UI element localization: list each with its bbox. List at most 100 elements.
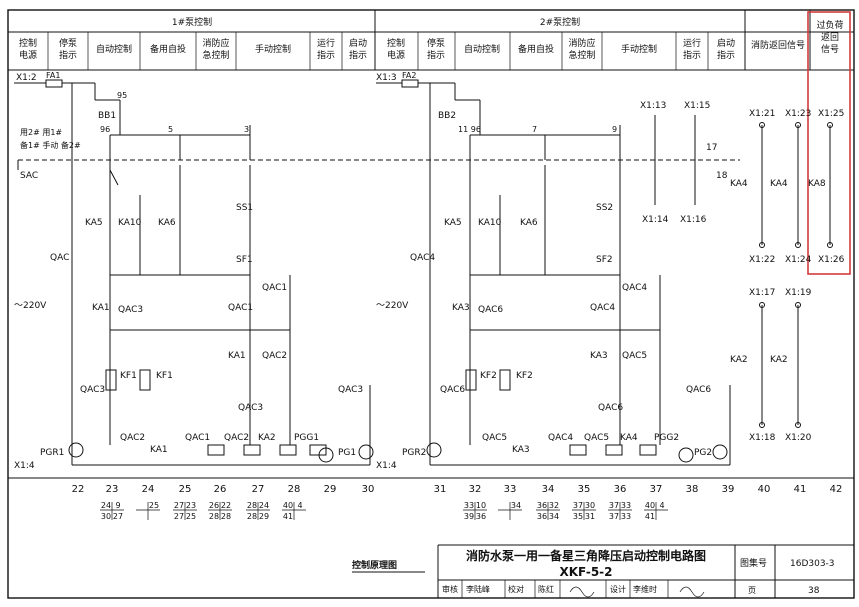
qac5-label-b: QAC5 [482, 433, 507, 443]
ref-10-d: 33 [621, 512, 631, 521]
qac4c-label: QAC4 [622, 283, 647, 293]
qac1b-label: QAC1 [262, 283, 287, 293]
term-x1-25: X1:25 [818, 109, 844, 119]
bb1-95: 95 [117, 91, 127, 100]
ka3c-label: KA3 [512, 445, 530, 455]
wire-5: 5 [168, 125, 173, 134]
pump2-circuit: X1:3 FA2 BB2 11 96 7 9 KA5 KA10 KA6 SS2 … [376, 71, 731, 471]
group1-columns: 控制电源停泵指示自动控制备用自投消防应急控制手动控制运行指示启动指示 [19, 37, 367, 61]
group1-col-0-line-1: 电源 [19, 49, 37, 61]
kf1b-label: KF1 [156, 371, 173, 381]
group2-col-3-line-0: 备用自投 [518, 43, 554, 55]
wire-18: 18 [716, 171, 728, 181]
header-table: 1#泵控制 2#泵控制 消防返回信号 控制电源停泵指示自动控制备用自投消防应急控… [8, 10, 854, 71]
ref-10-c: 33 [621, 501, 631, 510]
ref-3-c: 22 [221, 501, 231, 510]
fuse-fa1-label: FA1 [46, 71, 60, 80]
pump1-circuit: X1:2 FA1 BB1 95 96 5 3 用2# 用1# 备1# 手动 备2… [14, 71, 740, 471]
voltage-label-1: ～220V [14, 301, 47, 311]
bb2-96: 11 96 [458, 125, 481, 134]
ref-2-a: 27 [174, 501, 184, 510]
ref-3-a: 26 [209, 501, 219, 510]
qac3-label: QAC3 [118, 305, 143, 315]
ref-0-a: 24 [101, 501, 111, 510]
line-number-33: 33 [504, 484, 517, 495]
qac6-label: QAC6 [478, 305, 503, 315]
atlas-number: 16D303-3 [790, 559, 835, 569]
term-x1-13: X1:13 [640, 101, 666, 111]
term-x1-22: X1:22 [749, 255, 775, 265]
group2-col-4-line-0: 消防应 [568, 37, 595, 49]
kf2-coil: KF2 [480, 371, 497, 381]
group1-col-4-line-1: 急控制 [202, 49, 229, 61]
ref-4-b: 28 [247, 512, 257, 521]
group1-col-2-line-0: 自动控制 [96, 43, 132, 55]
line-number-24: 24 [142, 484, 155, 495]
overload-col-line-1: 返回 [821, 31, 839, 43]
overload-col-line-2: 信号 [821, 43, 839, 55]
ref-5-a: 40 [283, 501, 293, 510]
ref-6-b: 39 [464, 512, 474, 521]
reviewer-name: 李陆峰 [466, 584, 490, 594]
ref-10-a: 37 [609, 501, 619, 510]
wire-17: 17 [706, 143, 717, 153]
signature-checker [569, 586, 595, 598]
line-number-37: 37 [650, 484, 663, 495]
qac6-coil: QAC6 [440, 385, 465, 395]
ka5b-label: KA5 [444, 218, 462, 228]
bb2-label: BB2 [438, 111, 456, 121]
ref-11-c: 4 [659, 501, 664, 510]
ka2-fire-label: KA2 [730, 355, 748, 365]
pgg1-coil: PGG1 [294, 433, 319, 443]
term-x1-16: X1:16 [680, 215, 707, 225]
term-x1-24: X1:24 [785, 255, 812, 265]
bb1-96: 96 [100, 125, 110, 134]
ka4-fire-label: KA4 [730, 179, 748, 189]
sac-note: 用2# 用1# [20, 128, 62, 137]
signature-designer [679, 586, 705, 598]
ka6-label: KA6 [158, 218, 176, 228]
term-x1-26: X1:26 [818, 255, 845, 265]
designer-name: 李维时 [633, 584, 657, 594]
group2-col-0-line-1: 电源 [387, 49, 405, 61]
group1-col-6-line-0: 运行 [317, 37, 335, 49]
line-number-38: 38 [686, 484, 699, 495]
ref-8-c: 32 [549, 501, 559, 510]
ref-2-d: 25 [186, 512, 196, 521]
ref-6-a: 33 [464, 501, 474, 510]
ref-3-b: 28 [209, 512, 219, 521]
qac1-label: QAC1 [228, 303, 253, 313]
group1-title: 1#泵控制 [172, 16, 212, 28]
ref-2-c: 23 [186, 501, 196, 510]
qac-label: QAC [50, 253, 69, 263]
ka4b-fire-label: KA4 [770, 179, 788, 189]
ref-5-b: 41 [283, 512, 293, 521]
sac-note-2: 备1# 手动 备2# [20, 140, 81, 150]
line-number-30: 30 [362, 484, 375, 495]
line-number-25: 25 [179, 484, 192, 495]
line-number-34: 34 [542, 484, 555, 495]
title-block: 控制原理图 消防水泵一用一备星三角降压启动控制电路图 XKF-5-2 图集号 1… [352, 544, 854, 598]
drawing-code: XKF-5-2 [559, 565, 612, 579]
group1-col-1-line-1: 指示 [59, 49, 77, 61]
group1-col-4-line-0: 消防应 [202, 37, 229, 49]
ref-6-d: 36 [476, 512, 486, 521]
group1-col-6-line-1: 指示 [317, 49, 335, 61]
line-number-41: 41 [794, 484, 807, 495]
caption: 控制原理图 [352, 559, 397, 571]
group1-col-2: 自动控制 [96, 43, 132, 55]
group2-col-0-line-0: 控制 [387, 37, 405, 49]
ref-0-b: 30 [101, 512, 111, 521]
qac5-coil: QAC5 [584, 433, 609, 443]
term-x1-17: X1:17 [749, 288, 775, 298]
